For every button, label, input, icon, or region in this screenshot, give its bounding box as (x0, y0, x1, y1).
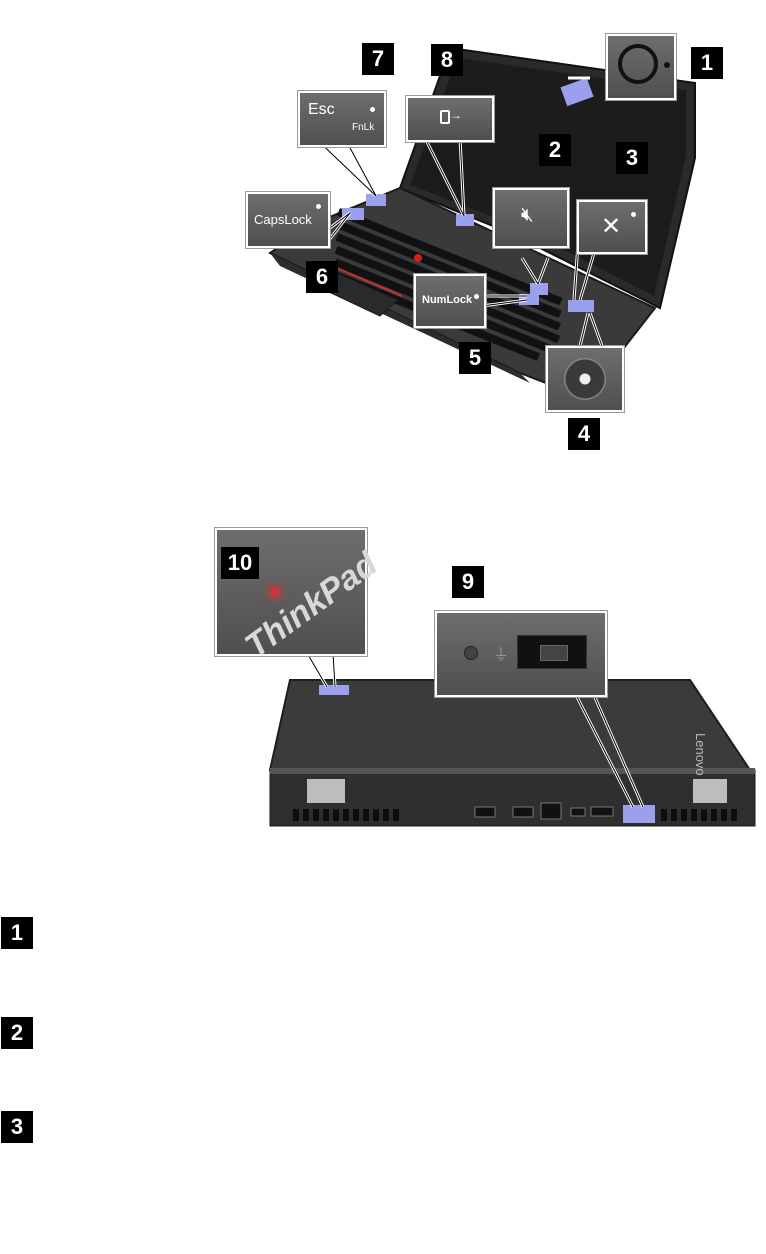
arrow-icon: → (450, 108, 462, 122)
power-jack-icon (517, 635, 587, 669)
mic-mute-key-highlight (568, 300, 594, 312)
fnlk-text: FnLk (352, 122, 375, 133)
label-9: 9 (452, 566, 484, 598)
lid-edge (270, 768, 755, 774)
usb-port-2 (512, 806, 534, 818)
description-number-3: 3 (1, 1111, 33, 1143)
logo-indicator-red-dot (271, 588, 279, 596)
ac-status-indicator (464, 646, 478, 660)
label-5: 5 (459, 342, 491, 374)
camera-ring-icon (618, 44, 658, 84)
esc-key-highlight (366, 194, 386, 206)
mic-mute-callout: ✕ (577, 200, 647, 254)
label-1: 1 (691, 47, 723, 79)
thunderbolt-port (570, 807, 586, 817)
right-hinge (693, 779, 727, 803)
fnlk-indicator-dot (370, 107, 375, 112)
capslock-text: CapsLock (254, 212, 312, 227)
f4-key-callout: → (406, 96, 494, 142)
speaker-mute-callout: 🔇︎ (493, 188, 569, 248)
bottom-figure: Lenovo ThinkPad 10 ⏚ 9 (215, 525, 765, 835)
camera-indicator-highlight (560, 77, 594, 107)
numlock-indicator-dot (474, 294, 479, 299)
numlock-key-highlight (519, 294, 539, 305)
f4-key-highlight (456, 214, 474, 226)
hdmi-port (590, 806, 614, 817)
top-figure: 1 Esc FnLk 7 → 8 CapsLock 6 🔇︎ 2 ✕ 3 Num… (246, 34, 730, 450)
label-6: 6 (306, 261, 338, 293)
numlock-text: NumLock (422, 294, 473, 306)
usb-port-1 (474, 806, 496, 818)
plug-icon: ⏚ (493, 647, 510, 664)
lid-brand-text: Lenovo (693, 733, 708, 776)
output-icon (440, 110, 450, 124)
label-3: 3 (616, 142, 648, 174)
speaker-mute-icon: 🔇︎ (521, 204, 534, 226)
description-number-1: 1 (1, 917, 33, 949)
power-button-icon (564, 358, 606, 400)
right-vent (661, 809, 737, 821)
indicator-dot (664, 62, 670, 68)
left-hinge (307, 779, 345, 803)
mic-mute-icon: ✕ (601, 213, 622, 240)
description-number-2: 2 (1, 1017, 33, 1049)
label-8: 8 (431, 44, 463, 76)
esc-fnlk-callout: Esc FnLk (298, 91, 386, 147)
power-connector-callout: ⏚ (435, 611, 607, 697)
label-10: 10 (221, 547, 259, 579)
capslock-indicator-dot (316, 204, 321, 209)
thinkpad-logo-text: ThinkPad (238, 544, 385, 666)
label-2: 2 (539, 134, 571, 166)
closed-laptop-illustration (268, 652, 756, 827)
power-connector-highlight (623, 805, 655, 823)
label-4: 4 (568, 418, 600, 450)
left-vent (293, 809, 399, 821)
numlock-callout: NumLock (414, 274, 486, 328)
esc-key-text: Esc (308, 101, 335, 118)
camera-indicator-callout (606, 34, 676, 100)
power-button-callout (546, 346, 624, 412)
trackpoint (414, 254, 422, 262)
callout-leader-lines-dark (309, 132, 606, 347)
lid-logo-highlight (319, 685, 349, 695)
capslock-callout: CapsLock (246, 192, 330, 248)
mute-key-highlight (530, 283, 548, 295)
label-7: 7 (362, 43, 394, 75)
mic-indicator-dot (631, 212, 636, 217)
ethernet-port (540, 802, 562, 820)
